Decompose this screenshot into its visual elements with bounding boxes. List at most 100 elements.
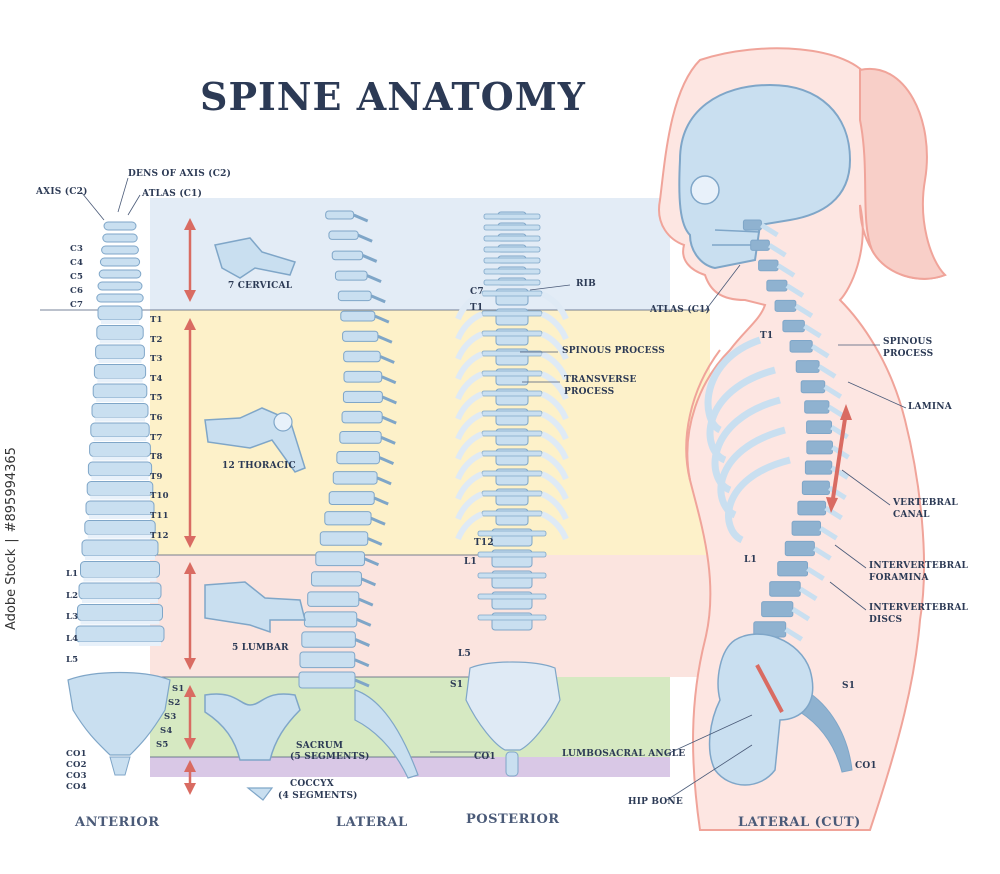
lateral-vertebra [341, 410, 383, 424]
spinous-label-2: PROCESS [883, 349, 934, 359]
lateral-vertebra [325, 210, 355, 220]
cut-vertebra [769, 581, 801, 597]
lateral-vertebra [298, 671, 356, 689]
lateral-spinous-process [380, 436, 396, 445]
posterior-transverse-process [483, 235, 541, 242]
lateral-spinous-process [381, 415, 397, 425]
cut-vertebra [777, 560, 809, 577]
cut-vertebra [742, 219, 762, 231]
anterior-vertebra [86, 481, 154, 496]
sacral-level-label: S4 [160, 726, 173, 736]
anterior-vertebra [92, 383, 148, 399]
hip-bone-label: HIP BONE [628, 797, 683, 807]
lateral-vertebra [336, 451, 380, 465]
posterior-rib [540, 431, 569, 461]
posterior-c7-label: C7 [470, 287, 484, 297]
cervical-level-label: C3 [70, 244, 84, 254]
dens-of-axis-label: DENS OF AXIS (C2) [128, 169, 232, 179]
cut-vertebra [797, 500, 827, 516]
region-arrow-head-down [184, 658, 196, 670]
posterior-rib [455, 351, 484, 381]
stock-brand: Adobe Stock [4, 548, 19, 630]
lamina-label: LAMINA [908, 402, 952, 412]
thoracic-level-label: T4 [150, 373, 163, 384]
lateral-view-label: LATERAL [336, 815, 408, 830]
intervertebral-discs-label: INTERVERTEBRAL [869, 603, 969, 613]
lumbosacral-angle-label: LUMBOSACRAL ANGLE [562, 749, 686, 759]
lumbar-level-label: L5 [66, 655, 79, 665]
thoracic-level-label: T1 [150, 315, 163, 325]
atlas-label: ATLAS (C1) [142, 189, 203, 199]
posterior-co1-label: CO1 [474, 752, 496, 762]
anterior-vertebra [81, 539, 159, 557]
cut-spinous-process [760, 222, 779, 238]
lateral-vertebra [331, 250, 364, 261]
lateral-vertebra [299, 651, 356, 669]
cut-s1-label: S1 [842, 681, 856, 691]
posterior-transverse-process [481, 310, 543, 317]
posterior-transverse-process [481, 410, 543, 417]
lumbar-level-label: L1 [66, 569, 79, 579]
posterior-transverse-process [483, 279, 541, 286]
posterior-rib [455, 291, 484, 321]
rib-label: RIB [576, 279, 596, 289]
anterior-disc [82, 599, 158, 603]
anterior-vertebra [102, 233, 138, 243]
region-arrow-head-up [184, 685, 196, 697]
thoracic-level-label: T10 [150, 491, 169, 502]
posterior-transverse-process [481, 290, 543, 297]
thoracic-level-label: T2 [150, 334, 163, 345]
anterior-disc [80, 620, 160, 625]
thoracic-level-label: T7 [150, 432, 163, 443]
anterior-spine [67, 221, 171, 776]
cut-spinous-process [784, 627, 804, 642]
lumbar-level-label: L4 [66, 633, 79, 644]
lumbar-level-label: L2 [66, 590, 79, 601]
anterior-disc [79, 642, 161, 646]
anterior-vertebra [97, 305, 143, 321]
cut-spinous-process [806, 566, 825, 581]
lateral-spinous-process [357, 233, 373, 243]
cut-spinous-process [798, 586, 818, 602]
cut-spinous-process [824, 505, 843, 521]
posterior-transverse-process [481, 490, 543, 497]
lateral-cut-view-label: LATERAL (CUT) [738, 815, 861, 830]
cut-vertebra [795, 360, 820, 373]
lateral-vertebra [303, 611, 358, 628]
posterior-rib [540, 331, 569, 361]
posterior-rib [455, 451, 484, 481]
spinous-label: SPINOUS [883, 337, 933, 347]
thoracic-level-label: T11 [150, 511, 169, 521]
lateral-vertebra [343, 350, 381, 363]
anterior-vertebra [75, 625, 165, 643]
cut-vertebra [750, 239, 770, 251]
region-arrow-head-up [184, 760, 196, 772]
stock-id: #895994365 [4, 447, 19, 533]
coccyx-segments-label: (4 SEGMENTS) [278, 791, 358, 801]
posterior-rib [455, 491, 484, 521]
region-arrow-head-down [184, 738, 196, 750]
anterior-vertebra [90, 422, 150, 438]
lateral-vertebra [340, 310, 376, 322]
posterior-rib [540, 411, 569, 441]
anterior-vertebra [96, 293, 144, 303]
posterior-rib [455, 331, 484, 361]
region-arrow-head-up [184, 562, 196, 574]
posterior-view-label: POSTERIOR [466, 812, 560, 827]
lateral-spinous-process [374, 314, 390, 324]
page-title: SPINE ANATOMY [200, 74, 586, 119]
cut-spinous-process [830, 425, 849, 440]
region-arrow-head-up [184, 318, 196, 330]
cut-spinous-process [819, 526, 838, 541]
cut-vertebra [804, 400, 830, 414]
posterior-rib [540, 491, 569, 521]
posterior-transverse-process [481, 510, 543, 517]
lateral-vertebra [307, 591, 360, 607]
posterior-rib [540, 391, 569, 421]
posterior-rib [540, 471, 569, 501]
cut-vertebra [806, 420, 833, 434]
sacral-level-label: S3 [164, 712, 177, 722]
lateral-spinous-process [367, 537, 383, 546]
intervertebral-foramina-label: INTERVERTEBRAL [869, 561, 969, 571]
